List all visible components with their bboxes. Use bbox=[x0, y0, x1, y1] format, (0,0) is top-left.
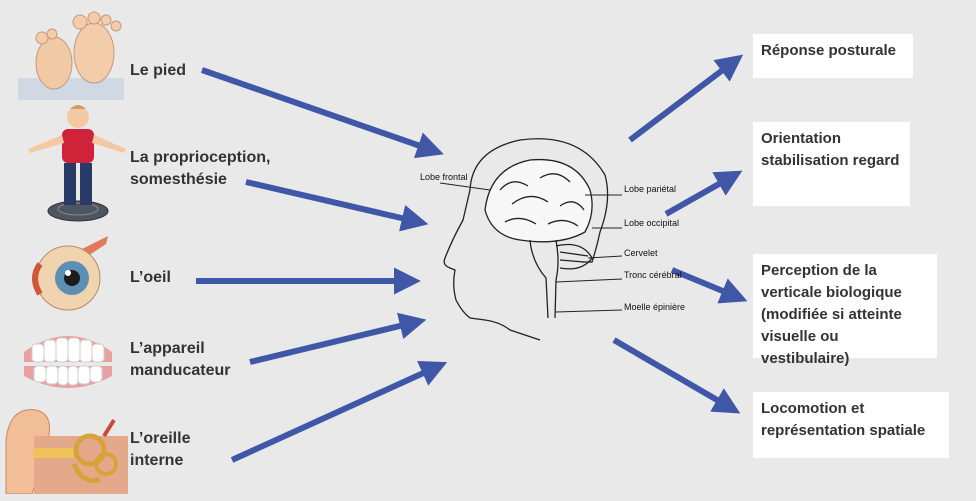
leader-cervelet bbox=[587, 255, 623, 259]
eye-icon bbox=[32, 236, 108, 311]
arrow-inner-ear bbox=[230, 361, 448, 463]
input-label-proprioception: La proprioception, somesthésie bbox=[130, 149, 271, 188]
input-label-jaw: L’appareil manducateur bbox=[130, 340, 231, 379]
feet-icon bbox=[18, 11, 124, 100]
output-box-orientation: Orientation stabilisation regard bbox=[753, 122, 910, 206]
arrow-jaw bbox=[249, 312, 427, 365]
arrow-foot bbox=[201, 67, 444, 159]
brain-label-occipital: Lobe occipital bbox=[624, 218, 679, 228]
child-balance-icon bbox=[28, 105, 126, 222]
brain-label-moelle: Moelle épinière bbox=[624, 302, 685, 312]
brain-label-cervelet: Cervelet bbox=[624, 248, 658, 258]
arrow-verticale bbox=[670, 267, 748, 304]
input-label-eye: L’oeil bbox=[130, 269, 171, 286]
brain-label-tronc: Tronc cérébral bbox=[624, 270, 682, 280]
input-label-inner-ear: L’oreille interne bbox=[130, 430, 191, 469]
teeth-icon bbox=[24, 336, 112, 388]
arrow-locomotion bbox=[612, 337, 741, 414]
leader-frontal bbox=[439, 182, 491, 191]
inner-ear-icon bbox=[5, 409, 128, 494]
arrow-posture bbox=[628, 54, 744, 143]
leader-tronc bbox=[555, 278, 623, 283]
output-box-locomotion: Locomotion et représentation spatiale bbox=[753, 392, 949, 458]
output-box-posture: Réponse posturale bbox=[753, 34, 913, 78]
arrow-orientation bbox=[664, 170, 743, 217]
arrow-proprioception bbox=[245, 179, 429, 232]
brain-head-illustration bbox=[443, 138, 609, 341]
output-box-verticale: Perception de la verticale biologique (m… bbox=[753, 254, 937, 367]
brain-label-parietal: Lobe pariétal bbox=[624, 184, 676, 194]
leader-moelle bbox=[555, 309, 623, 313]
brain-label-frontal: Lobe frontal bbox=[420, 172, 468, 182]
input-label-foot: Le pied bbox=[130, 62, 187, 79]
